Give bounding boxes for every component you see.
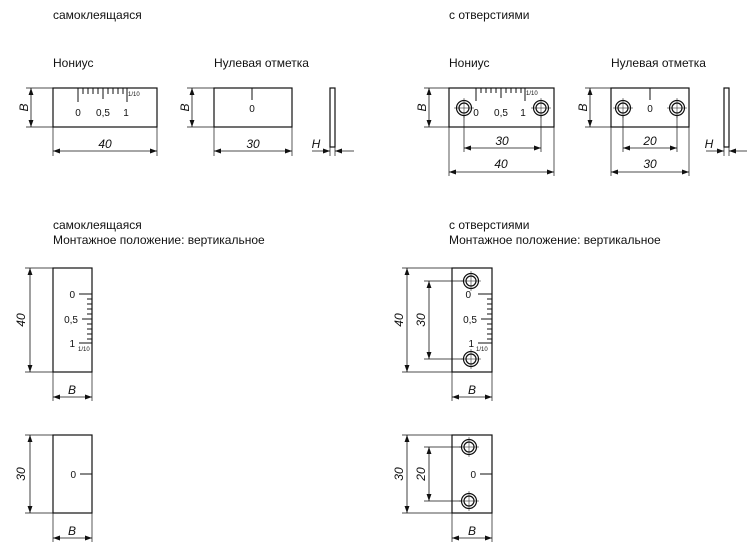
drawing-self-adhesive-zero-mark bbox=[187, 87, 293, 156]
mounting-hole-bottom bbox=[459, 491, 479, 511]
scale-label-0: 0 bbox=[69, 290, 75, 301]
dim-b: B bbox=[468, 524, 476, 538]
label-vernier-1: Нониус bbox=[53, 56, 94, 70]
zero-mark-label: 0 bbox=[470, 470, 476, 481]
plate-outline bbox=[52, 87, 158, 128]
dim-b: B bbox=[17, 103, 31, 111]
drawing-vertical-with-holes-zero-mark bbox=[402, 434, 493, 542]
dim-30: 30 bbox=[246, 137, 260, 151]
plate-outline bbox=[451, 267, 493, 373]
mounting-hole-left bbox=[454, 98, 474, 118]
dim-h: H bbox=[312, 137, 321, 151]
scale-label-05: 0,5 bbox=[96, 108, 110, 119]
drawing-side-view-thickness-2 bbox=[706, 87, 747, 156]
dim-40: 40 bbox=[392, 313, 406, 327]
scale-label-fine: 1/10 bbox=[476, 347, 488, 353]
title-with-holes: с отверстиями bbox=[449, 8, 530, 22]
scale-label-0: 0 bbox=[75, 108, 81, 119]
drawing-self-adhesive-vernier bbox=[26, 87, 158, 156]
dim-30: 30 bbox=[392, 467, 406, 481]
mounting-hole-bottom bbox=[461, 349, 481, 369]
drawing-vertical-self-adhesive-vernier bbox=[25, 267, 93, 401]
mounting-hole-right bbox=[531, 98, 551, 118]
label-mounting-vertical-2: Монтажное положение: вертикальное bbox=[449, 233, 661, 247]
mounting-hole-top bbox=[459, 437, 479, 457]
dim-30: 30 bbox=[643, 157, 657, 171]
scale-label-fine: 1/10 bbox=[526, 91, 538, 97]
dim-30: 30 bbox=[414, 313, 428, 327]
scale-label-0: 0 bbox=[473, 108, 479, 119]
drawing-side-view-thickness-1 bbox=[312, 87, 354, 156]
scale-label-05: 0,5 bbox=[494, 108, 508, 119]
dim-40: 40 bbox=[14, 313, 28, 327]
scale-label-1: 1 bbox=[468, 339, 474, 350]
scale-label-1: 1 bbox=[69, 339, 75, 350]
drawing-with-holes-zero-mark bbox=[585, 87, 690, 176]
mounting-hole-right bbox=[667, 98, 687, 118]
vernier-scale-ticks bbox=[79, 293, 92, 344]
dim-20: 20 bbox=[414, 467, 428, 482]
dim-b: B bbox=[415, 103, 429, 111]
scale-label-1: 1 bbox=[123, 108, 129, 119]
drawing-vertical-self-adhesive-zero-mark bbox=[25, 434, 93, 542]
drawing-vertical-with-holes-vernier bbox=[402, 267, 493, 401]
vernier-scale-ticks bbox=[475, 88, 526, 101]
dim-b: B bbox=[68, 524, 76, 538]
plate-outline bbox=[52, 267, 93, 373]
zero-mark-label: 0 bbox=[249, 104, 255, 115]
title-self-adhesive: самоклеящаяся bbox=[53, 8, 142, 22]
label-zero-mark-2: Нулевая отметка bbox=[611, 56, 706, 70]
scale-label-1: 1 bbox=[520, 108, 526, 119]
vernier-scale-ticks bbox=[77, 88, 128, 102]
dim-b: B bbox=[178, 103, 192, 111]
drawing-with-holes-vernier bbox=[424, 87, 555, 176]
dim-30: 30 bbox=[495, 134, 509, 148]
dim-20: 20 bbox=[642, 134, 657, 148]
dim-30: 30 bbox=[14, 467, 28, 481]
scale-label-05: 0,5 bbox=[64, 315, 78, 326]
title-with-holes-vertical: с отверстиями bbox=[449, 218, 530, 232]
dim-40: 40 bbox=[98, 137, 112, 151]
label-zero-mark-1: Нулевая отметка bbox=[214, 56, 309, 70]
dim-h: H bbox=[705, 137, 714, 151]
label-mounting-vertical-1: Монтажное положение: вертикальное bbox=[53, 233, 265, 247]
scale-label-fine: 1/10 bbox=[78, 347, 90, 353]
title-self-adhesive-vertical: самоклеящаяся bbox=[53, 218, 142, 232]
plate-outline bbox=[213, 87, 293, 128]
scale-label-05: 0,5 bbox=[463, 315, 477, 326]
vernier-scale-ticks bbox=[478, 293, 492, 344]
zero-mark-label: 0 bbox=[647, 104, 653, 115]
scale-label-fine: 1/10 bbox=[128, 92, 140, 98]
mounting-hole-top bbox=[461, 271, 481, 291]
zero-mark-label: 0 bbox=[70, 470, 76, 481]
label-vernier-2: Нониус bbox=[449, 56, 490, 70]
dim-40: 40 bbox=[494, 157, 508, 171]
dim-b: B bbox=[468, 383, 476, 397]
dim-b: B bbox=[576, 103, 590, 111]
dim-b: B bbox=[68, 383, 76, 397]
scale-label-0: 0 bbox=[465, 290, 471, 301]
mounting-hole-left bbox=[613, 98, 633, 118]
